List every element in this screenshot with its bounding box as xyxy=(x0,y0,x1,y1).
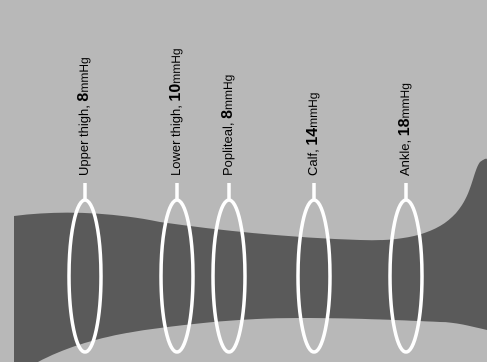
pressure-value: 14 xyxy=(304,128,321,146)
pressure-value: 8 xyxy=(219,110,236,119)
label-popliteal: Popliteal, 8mmHg xyxy=(220,75,236,176)
pressure-value: 8 xyxy=(75,93,92,102)
pressure-unit: mmHg xyxy=(169,48,183,83)
site-name: Calf, xyxy=(305,146,320,176)
pressure-unit: mmHg xyxy=(77,57,91,92)
label-calf: Calf, 14mmHg xyxy=(305,93,321,176)
label-upper-thigh: Upper thigh, 8mmHg xyxy=(76,57,92,176)
pressure-unit: mmHg xyxy=(221,75,235,110)
pressure-value: 10 xyxy=(167,84,184,102)
site-name: Lower thigh, xyxy=(168,102,183,176)
pressure-unit: mmHg xyxy=(306,93,320,128)
pressure-value: 18 xyxy=(396,118,413,136)
site-name: Ankle, xyxy=(397,136,412,176)
site-name: Upper thigh, xyxy=(76,102,91,176)
label-lower-thigh: Lower thigh, 10mmHg xyxy=(168,48,184,176)
pressure-unit: mmHg xyxy=(398,83,412,118)
site-name: Popliteal, xyxy=(220,119,235,176)
label-ankle: Ankle, 18mmHg xyxy=(397,83,413,176)
